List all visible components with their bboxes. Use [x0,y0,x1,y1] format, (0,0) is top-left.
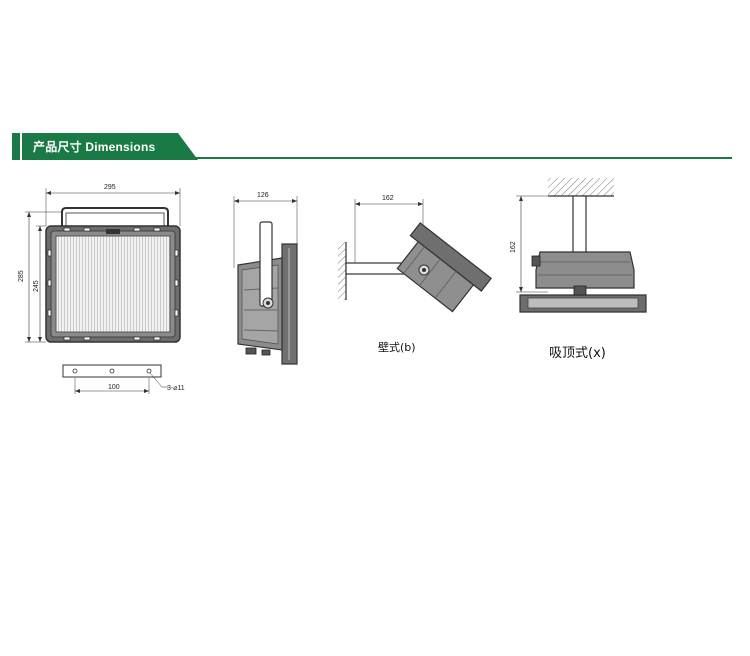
front-handle [61,207,169,228]
front-fins [55,235,171,333]
header-rule [22,157,732,159]
bracket-spacing-label: 100 [108,384,120,391]
header-tab [22,133,198,160]
wall-mount-caption: 壁式(b) [378,340,416,354]
ceiling-mount-view: 162 吸顶式(x) [510,178,647,361]
wall [338,242,346,300]
section-title: 产品尺寸 Dimensions [33,140,156,154]
header-left-stripe [12,133,20,160]
ceiling-housing [535,251,635,289]
front-view: 295 285 245 100 3-⌀11 [18,184,185,394]
height-inner-label: 245 [33,280,40,292]
ceiling-mount-caption: 吸顶式(x) [549,346,606,361]
side-bracket [259,221,273,307]
ceiling [548,178,614,196]
wall-mount-view: 162 壁式(b) [338,195,492,354]
wall-lamp [396,222,492,313]
side-view: 126 [233,192,298,365]
bracket-plate [62,364,162,378]
section-header [12,133,732,160]
height-outer-label: 285 [18,270,25,282]
hole-label: 3-⌀11 [167,385,185,392]
depth-label: 126 [257,192,269,199]
wall-projection-label: 162 [382,195,394,202]
dimension-drawing: 295 285 245 100 3-⌀11 126 [18,178,647,394]
ceiling-drop-label: 162 [510,241,517,253]
width-label: 295 [104,184,116,191]
